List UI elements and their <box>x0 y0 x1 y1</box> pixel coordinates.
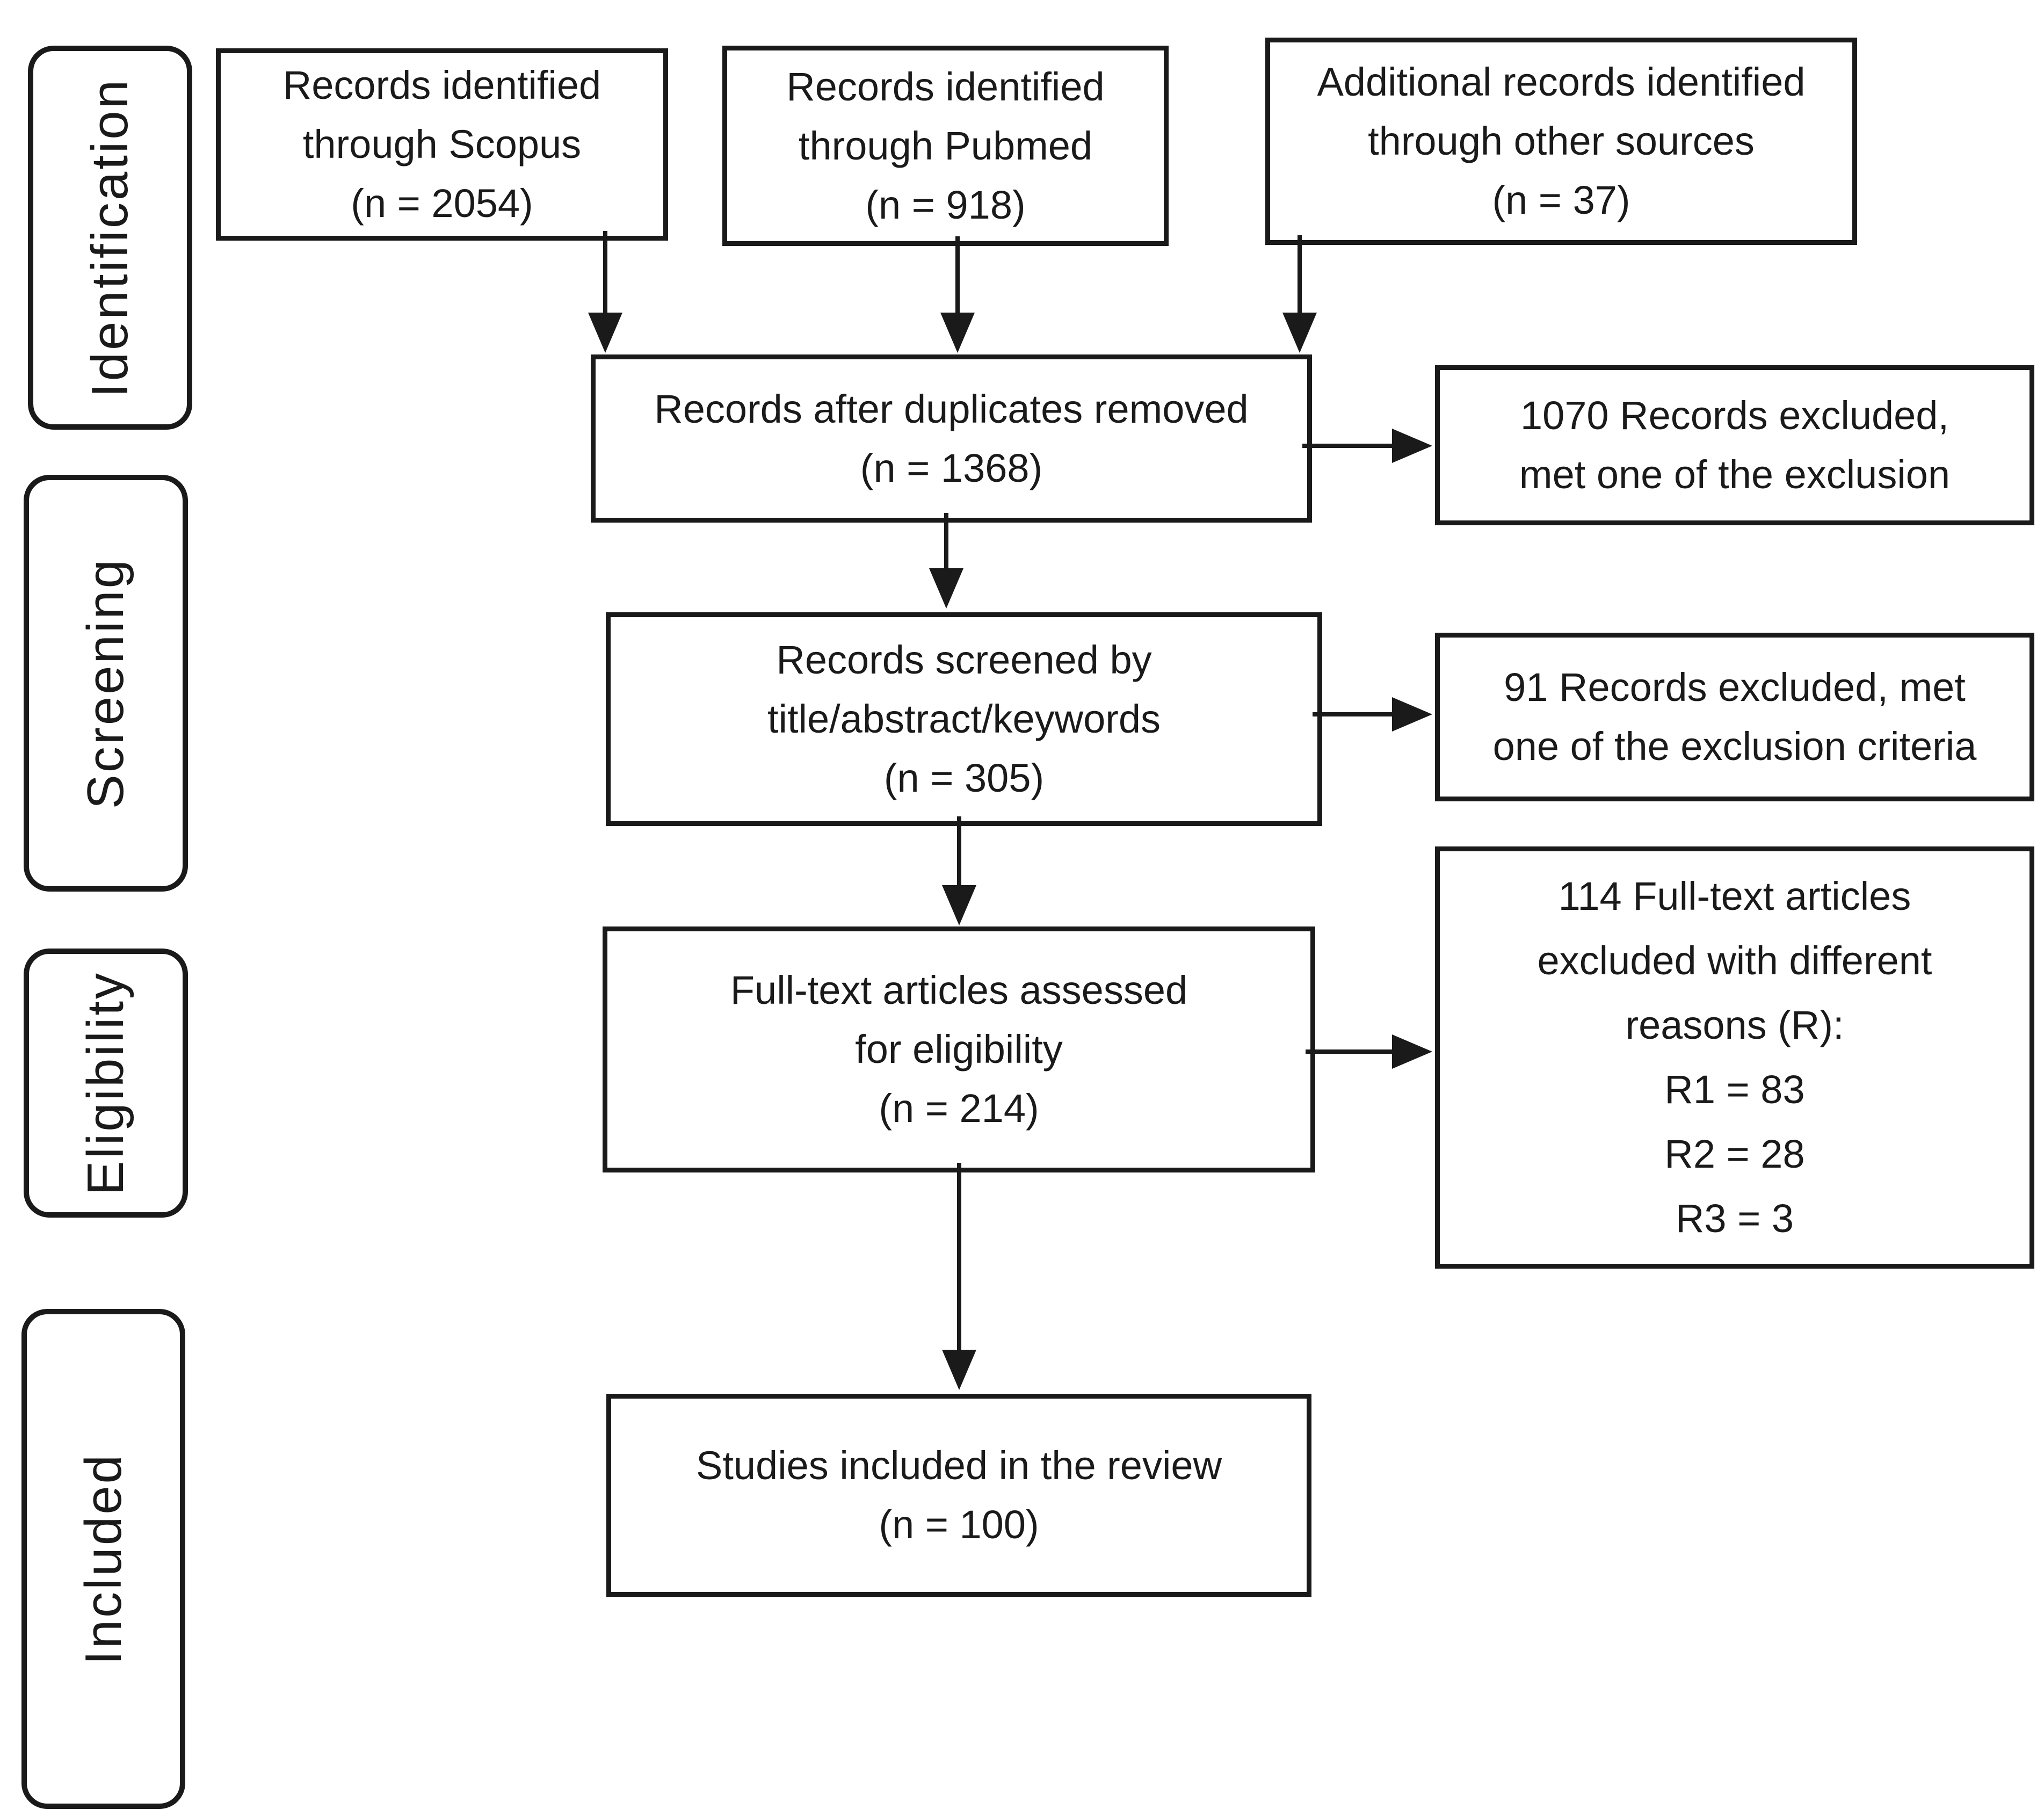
arrowhead-down-icon <box>1282 313 1317 353</box>
dedup-count: (n = 1368) <box>860 445 1043 490</box>
arrow-line <box>1313 712 1394 716</box>
scopus-count: (n = 2054) <box>351 181 533 226</box>
dedup-line-1: Records after duplicates removed <box>654 386 1249 431</box>
records-excluded-line-2: met one of the exclusion <box>1519 452 1951 497</box>
included-line-1: Studies included in the review <box>695 1443 1222 1488</box>
screening-excluded-box: 91 Records excluded, met one of the excl… <box>1435 633 2034 801</box>
fulltext-excluded-line-1: 114 Full-text articles <box>1558 874 1911 918</box>
eligibility-line-1: Full-text articles assessed <box>730 968 1188 1012</box>
arrowhead-down-icon <box>942 885 976 925</box>
screening-line-1: Records screened by <box>776 638 1152 682</box>
other-sources-count: (n = 37) <box>1492 178 1630 222</box>
arrow-line <box>1306 1049 1394 1054</box>
stage-label-included-text: Included <box>74 1453 132 1665</box>
arrow-line <box>955 236 960 314</box>
arrow-line <box>957 816 961 886</box>
fulltext-excluded-r2: R2 = 28 <box>1664 1132 1805 1176</box>
stage-label-eligibility-text: Eligibility <box>77 971 134 1196</box>
source-box-scopus: Records identified through Scopus (n = 2… <box>216 48 668 241</box>
included-count: (n = 100) <box>879 1502 1039 1547</box>
screening-excluded-line-1: 91 Records excluded, met <box>1504 665 1966 710</box>
stage-label-identification-text: Identification <box>81 77 139 397</box>
scopus-line-2: through Scopus <box>302 122 582 167</box>
arrow-line <box>1298 235 1302 314</box>
arrow-line <box>603 231 607 314</box>
source-box-pubmed: Records identified through Pubmed (n = 9… <box>722 46 1169 246</box>
arrowhead-right-icon <box>1392 697 1432 732</box>
fulltext-excluded-r3: R3 = 3 <box>1675 1196 1794 1241</box>
fulltext-excluded-line-2: excluded with different <box>1537 938 1932 983</box>
arrow-line <box>944 513 948 569</box>
eligibility-line-2: for eligibility <box>855 1027 1063 1072</box>
arrowhead-down-icon <box>940 313 975 353</box>
stage-label-screening-text: Screening <box>77 557 134 809</box>
arrow-line <box>1302 444 1394 448</box>
stage-label-included: Included <box>21 1309 185 1809</box>
included-box: Studies included in the review (n = 100) <box>606 1394 1311 1597</box>
arrowhead-right-icon <box>1392 1034 1432 1069</box>
other-sources-line-1: Additional records identified <box>1317 60 1806 104</box>
screening-line-2: title/abstract/keywords <box>767 697 1161 741</box>
eligibility-box: Full-text articles assessed for eligibil… <box>603 926 1315 1172</box>
dedup-box: Records after duplicates removed (n = 13… <box>591 354 1312 523</box>
records-excluded-box: 1070 Records excluded, met one of the ex… <box>1435 365 2034 525</box>
stage-label-identification: Identification <box>28 46 192 430</box>
screening-box: Records screened by title/abstract/keywo… <box>606 612 1322 826</box>
arrowhead-down-icon <box>942 1350 976 1390</box>
fulltext-excluded-box: 114 Full-text articles excluded with dif… <box>1435 846 2034 1269</box>
scopus-line-1: Records identified <box>282 63 601 107</box>
arrowhead-down-icon <box>929 568 963 609</box>
arrowhead-down-icon <box>588 313 622 353</box>
pubmed-line-1: Records identified <box>786 64 1105 109</box>
source-box-other-sources: Additional records identified through ot… <box>1265 38 1857 245</box>
eligibility-count: (n = 214) <box>879 1086 1039 1131</box>
screening-excluded-line-2: one of the exclusion criteria <box>1492 724 1977 769</box>
pubmed-count: (n = 918) <box>865 182 1026 227</box>
stage-label-eligibility: Eligibility <box>24 949 188 1218</box>
fulltext-excluded-line-3: reasons (R): <box>1625 1003 1844 1047</box>
fulltext-excluded-r1: R1 = 83 <box>1664 1067 1805 1112</box>
records-excluded-line-1: 1070 Records excluded, <box>1520 393 1949 438</box>
stage-label-screening: Screening <box>24 475 188 892</box>
arrowhead-right-icon <box>1392 429 1432 463</box>
other-sources-line-2: through other sources <box>1368 119 1755 163</box>
arrow-line <box>957 1163 961 1351</box>
screening-count: (n = 305) <box>883 756 1045 800</box>
pubmed-line-2: through Pubmed <box>798 123 1093 168</box>
